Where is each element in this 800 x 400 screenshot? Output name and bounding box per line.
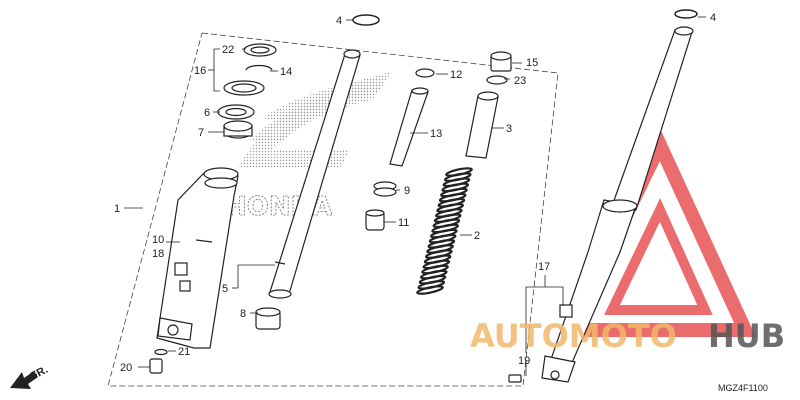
fork-spring (416, 167, 473, 295)
label-part-2: 2 (474, 230, 480, 242)
fork-slider (156, 167, 239, 349)
label-part-8: 8 (240, 308, 246, 320)
watermark-part2: HUB (708, 317, 785, 355)
label-part-14: 14 (280, 66, 292, 78)
label-part-5: 5 (222, 283, 228, 295)
label-part-18: 18 (152, 248, 164, 260)
watermark-text: AUTOMOTO HUB (470, 317, 785, 355)
damper-rod-parts (365, 68, 435, 231)
assembled-fork (508, 9, 698, 383)
label-part-21: 21 (178, 346, 190, 358)
label-part-1: 1 (114, 203, 120, 215)
label-part-9: 9 (404, 185, 410, 197)
circlip-top (352, 14, 380, 26)
label-part-19: 19 (518, 355, 530, 367)
label-part-4-right: 4 (710, 12, 716, 24)
label-part-6: 6 (204, 107, 210, 119)
label-part-7: 7 (198, 127, 204, 139)
label-part-13: 13 (430, 128, 442, 140)
label-part-23: 23 (514, 75, 526, 87)
label-part-20: 20 (120, 362, 132, 374)
front-direction-arrow: FR. (10, 364, 50, 389)
label-part-15: 15 (526, 57, 538, 69)
label-part-22: 22 (222, 44, 234, 56)
spring-coil (416, 285, 444, 295)
seal-stack (217, 43, 277, 139)
label-part-10: 10 (152, 234, 164, 246)
label-part-16: 16 (194, 65, 206, 77)
label-part-3: 3 (506, 123, 512, 135)
fork-cap-bolt (486, 51, 512, 85)
label-part-11: 11 (398, 217, 409, 229)
slide-collar (255, 307, 281, 330)
watermark-part1: AUTOMOTO (470, 317, 677, 355)
label-part-17: 17 (538, 261, 550, 273)
assembly-outline (107, 32, 559, 387)
inner-tube (268, 49, 361, 299)
front-direction-label: FR. (29, 364, 50, 383)
label-part-12: 12 (450, 69, 462, 81)
diagram-code: MGZ4F1100 (718, 383, 768, 393)
leader-lines (124, 16, 706, 376)
part-labels: 4 4 22 16 14 6 7 1 10 18 12 13 3 15 23 9… (114, 12, 716, 374)
label-part-4-left: 4 (336, 15, 342, 27)
spring-collar (465, 91, 499, 159)
drain-bolt (149, 348, 168, 374)
